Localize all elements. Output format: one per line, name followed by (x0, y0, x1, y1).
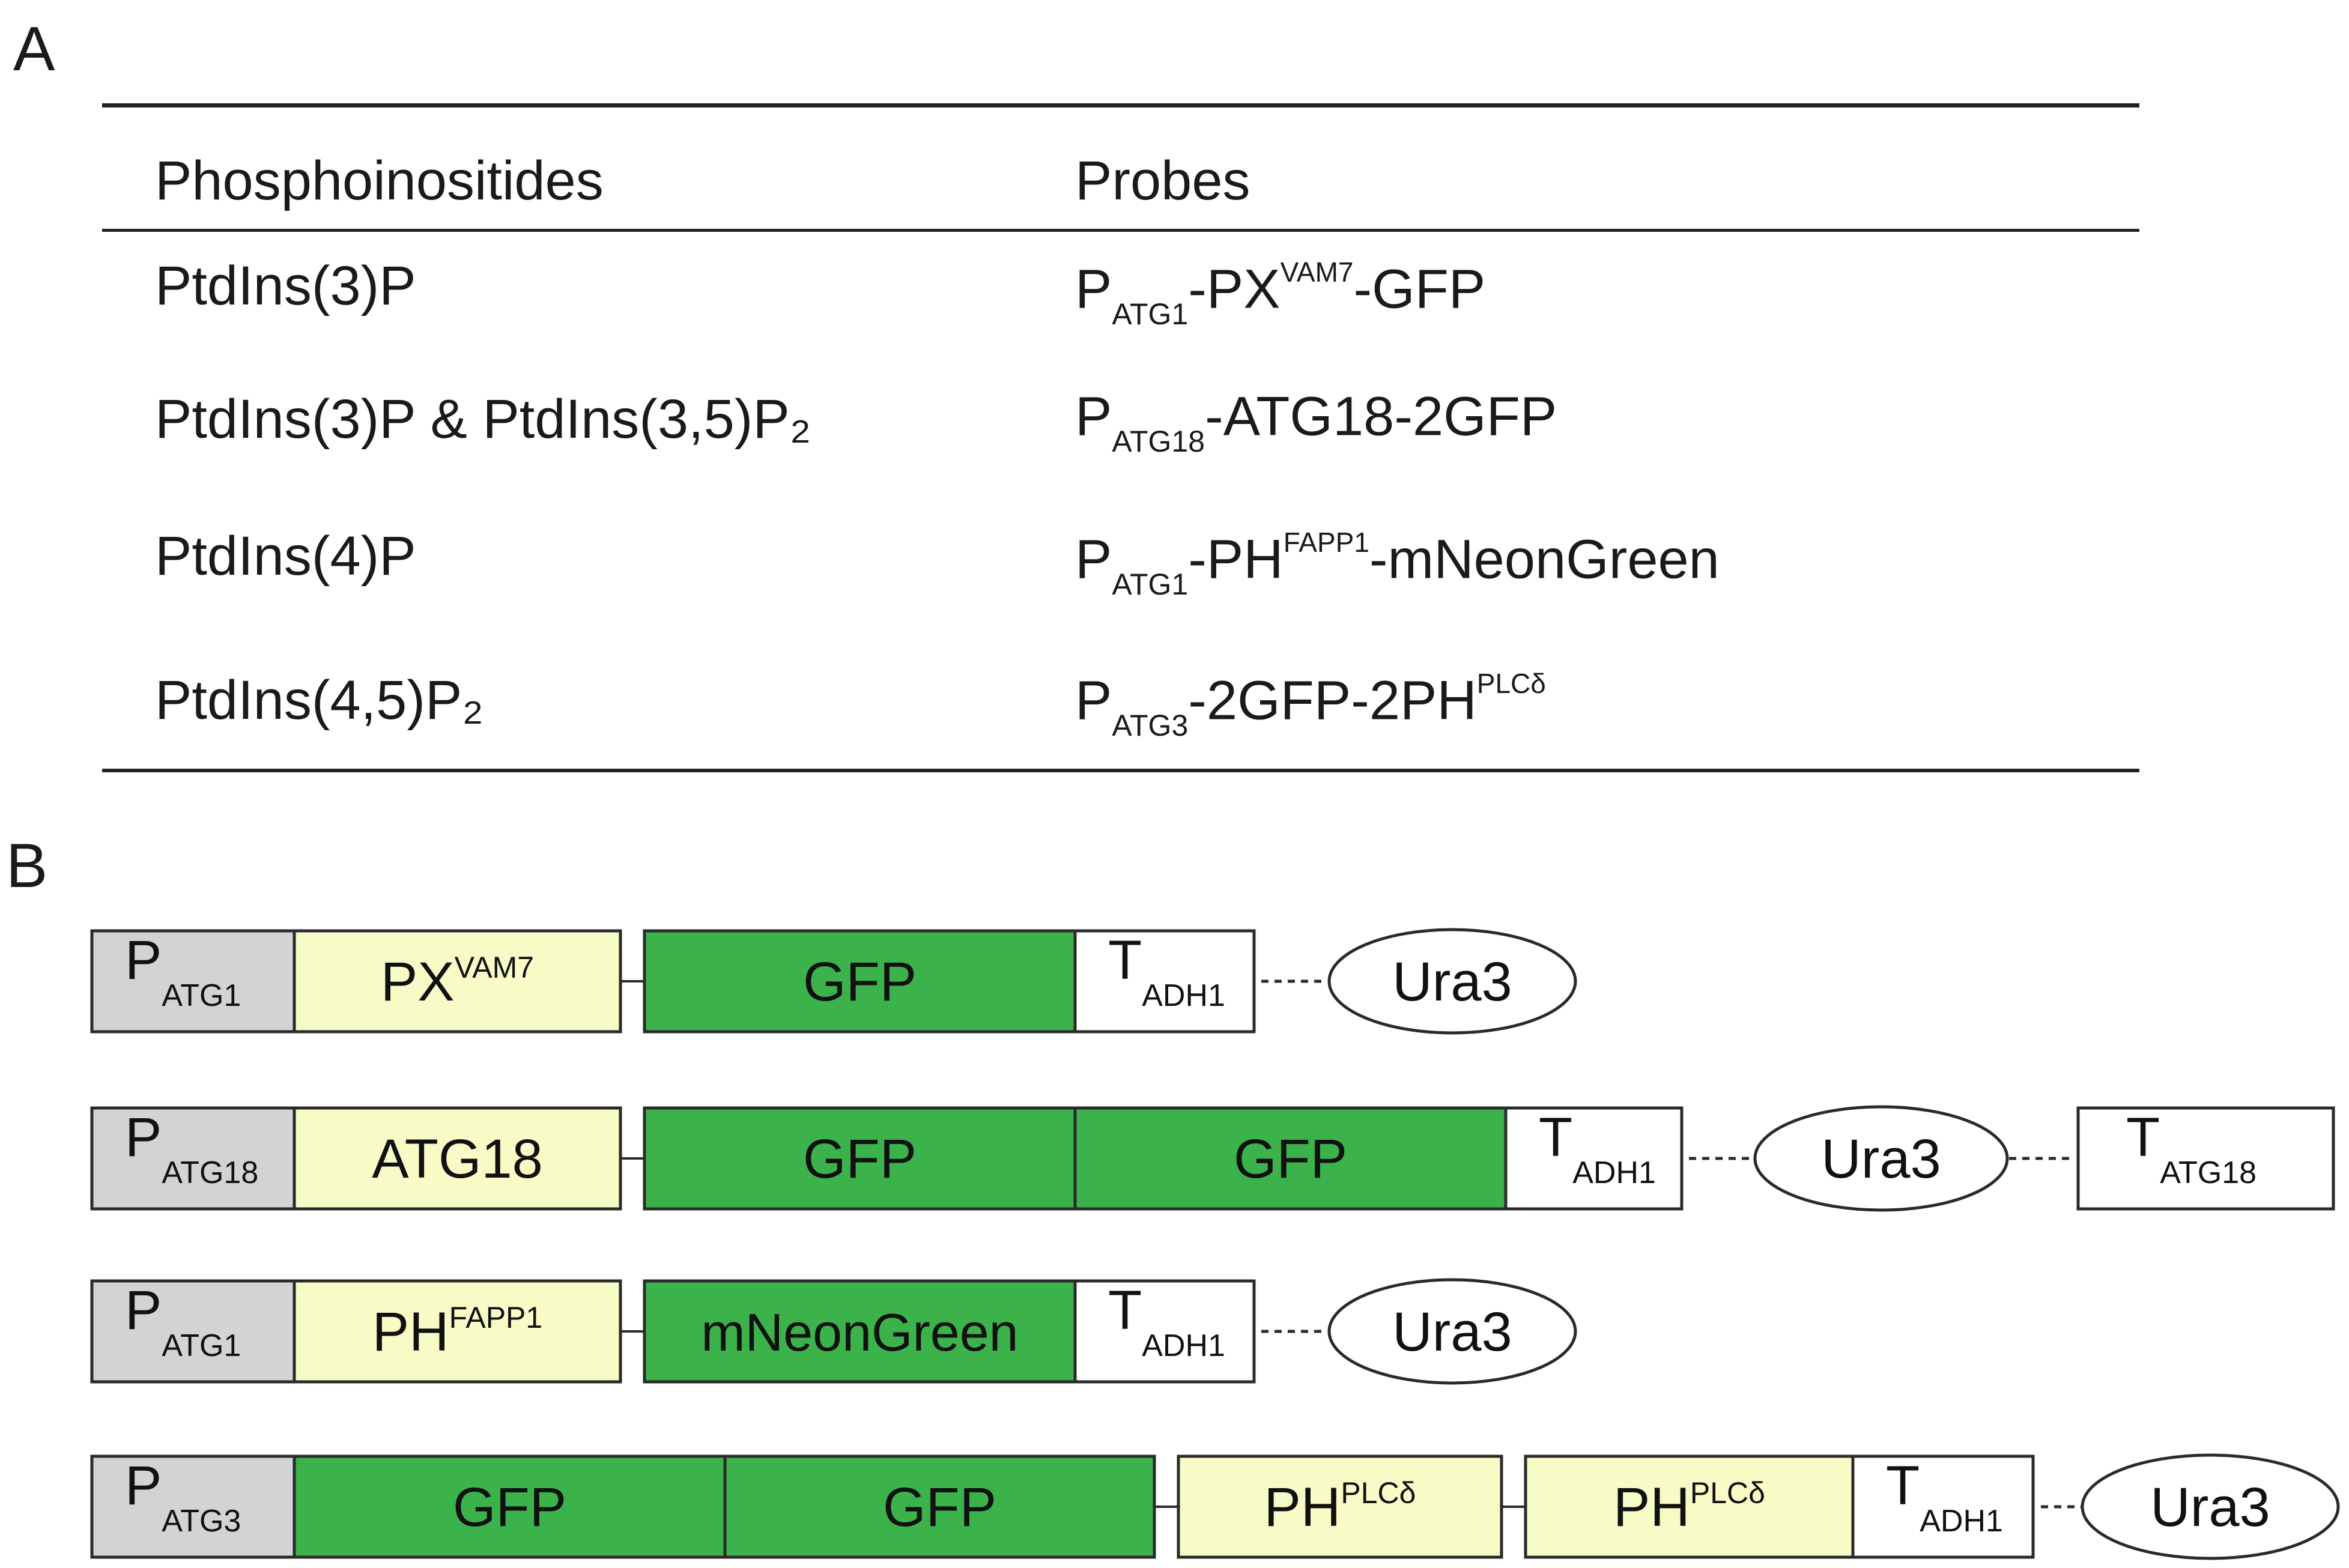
domain-label: PXVAM7 (381, 951, 534, 1013)
table-top-rule (102, 103, 2139, 107)
lipid-cell: PtdIns(4,5)P₂ (155, 670, 484, 731)
promoter-segment (90, 1279, 296, 1384)
domain-label: PHPLCδ (1264, 1476, 1416, 1538)
fluor-label: GFP (883, 1477, 996, 1538)
plain-segment (1504, 1106, 1684, 1211)
probe-cell: PATG1-PXVAM7-GFP (1075, 256, 1486, 331)
construct-atg18-2gfp: PATG18 ATG18 GFP GFP TADH1 Ura3 TATG18 (90, 1105, 2335, 1212)
plain-label: TADH1 (1108, 930, 1225, 1013)
plain-label: TADH1 (1108, 1280, 1225, 1363)
header-probes: Probes (1075, 150, 1250, 211)
construct-atg1-phfapp1-mneongreen: PATG1 PHFAPP1 mNeonGreen TADH1 Ura3 (90, 1278, 1577, 1385)
domain-segment (292, 1106, 622, 1211)
promoter-segment (90, 929, 296, 1034)
probe-cell: PATG3-2GFP-2PHPLCδ (1075, 668, 1546, 743)
table-header-rule (102, 229, 2139, 232)
domain-segment (292, 929, 622, 1034)
lipid-cell: PtdIns(4)P (155, 525, 416, 587)
domain-segment (292, 1279, 622, 1384)
ura3-marker (1327, 1278, 1577, 1385)
fluor-segment (643, 1106, 1077, 1211)
domain-label: PHPLCδ (1613, 1476, 1765, 1538)
probe-cell: PATG1-PHFAPP1-mNeonGreen (1075, 527, 1720, 602)
fluor-label: GFP (453, 1477, 566, 1538)
ura3-label: Ura3 (1392, 951, 1512, 1013)
domain-segment (1524, 1454, 1855, 1559)
construct-atg3-2gfp-2phplcdelta: PATG3 GFP GFP PHPLCδ PHPLCδ TADH1 Ura3 (90, 1453, 2340, 1560)
domain-label: ATG18 (372, 1128, 543, 1190)
fluor-segment (723, 1454, 1156, 1559)
promoter-label: PATG3 (125, 1455, 241, 1539)
panel-b-label: B (6, 831, 48, 901)
ura3-marker (1753, 1105, 2009, 1212)
promoter-segment (90, 1106, 296, 1211)
domain-label: PHFAPP1 (372, 1301, 542, 1363)
fluor-label: GFP (803, 1128, 917, 1190)
terminator-label: TATG18 (2126, 1107, 2257, 1190)
fluor-label: mNeonGreen (701, 1303, 1018, 1362)
promoter-label: PATG1 (125, 930, 241, 1013)
header-phosphoinositides: Phosphoinositides (155, 150, 604, 211)
probe-cell: PATG18-ATG18-2GFP (1075, 386, 1557, 459)
plain-label: TADH1 (1886, 1455, 2003, 1539)
fluor-label: GFP (1234, 1128, 1347, 1190)
lipid-cell: PtdIns(3)P (155, 255, 416, 316)
terminator-segment (2076, 1106, 2335, 1211)
promoter-label: PATG1 (125, 1280, 241, 1363)
ura3-label: Ura3 (1392, 1301, 1512, 1363)
fluor-segment (1073, 1106, 1508, 1211)
construct-atg1-pxvam7-gfp: PATG1 PXVAM7 GFP TADH1 Ura3 (90, 928, 1577, 1035)
plain-segment (1073, 1279, 1256, 1384)
fluor-segment (643, 1279, 1077, 1384)
lipid-cell: PtdIns(3)P & PtdIns(3,5)P₂ (155, 389, 811, 450)
panel-a-label: A (13, 14, 55, 84)
promoter-segment (90, 1454, 296, 1559)
plain-label: TADH1 (1539, 1107, 1656, 1190)
domain-segment (1177, 1454, 1503, 1559)
ura3-marker (2081, 1453, 2340, 1560)
ura3-label: Ura3 (2150, 1477, 2270, 1538)
fluor-segment (643, 929, 1077, 1034)
plain-segment (1851, 1454, 2035, 1559)
ura3-label: Ura3 (1821, 1128, 1941, 1190)
ura3-marker (1327, 928, 1577, 1035)
plain-segment (1073, 929, 1256, 1034)
fluor-label: GFP (803, 951, 917, 1013)
promoter-label: PATG18 (125, 1107, 258, 1190)
table-bottom-rule (102, 769, 2139, 772)
